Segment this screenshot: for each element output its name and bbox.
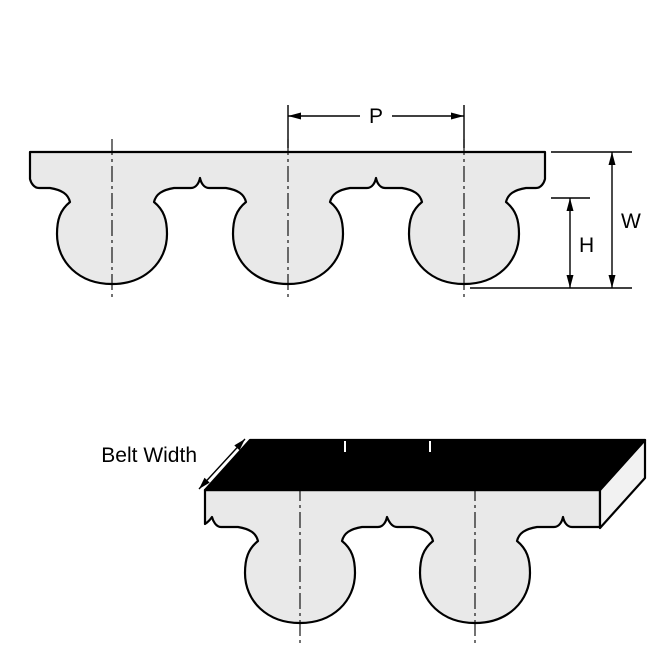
top-face-notches: [344, 441, 431, 452]
dimension-pitch: P: [287, 105, 465, 148]
belt-width-label: Belt Width: [101, 444, 197, 467]
width-arrow-top: [608, 152, 616, 165]
tooth-center-lines: [111, 139, 465, 301]
profile-view: P W H: [28, 105, 641, 301]
tooth-height-label: H: [579, 234, 594, 257]
belt-width-annotation: Belt Width: [101, 438, 246, 490]
pitch-arrow-left: [288, 112, 301, 120]
belt-front-face: [203, 488, 602, 625]
height-arrow-bottom: [566, 275, 574, 288]
dimension-tooth-height: H: [551, 197, 594, 288]
width-arrow-bottom: [608, 275, 616, 288]
overall-width-label: W: [621, 210, 641, 233]
dimension-overall-width: W: [470, 151, 641, 289]
belt-width-arrow-head-bottom: [199, 477, 210, 489]
height-arrow-top: [566, 198, 574, 211]
isometric-view: Belt Width: [101, 438, 647, 643]
belt-width-arrow-head-top: [234, 439, 245, 451]
pitch-label: P: [369, 105, 383, 128]
pitch-arrow-right: [451, 112, 464, 120]
belt-top-face: [203, 438, 647, 492]
